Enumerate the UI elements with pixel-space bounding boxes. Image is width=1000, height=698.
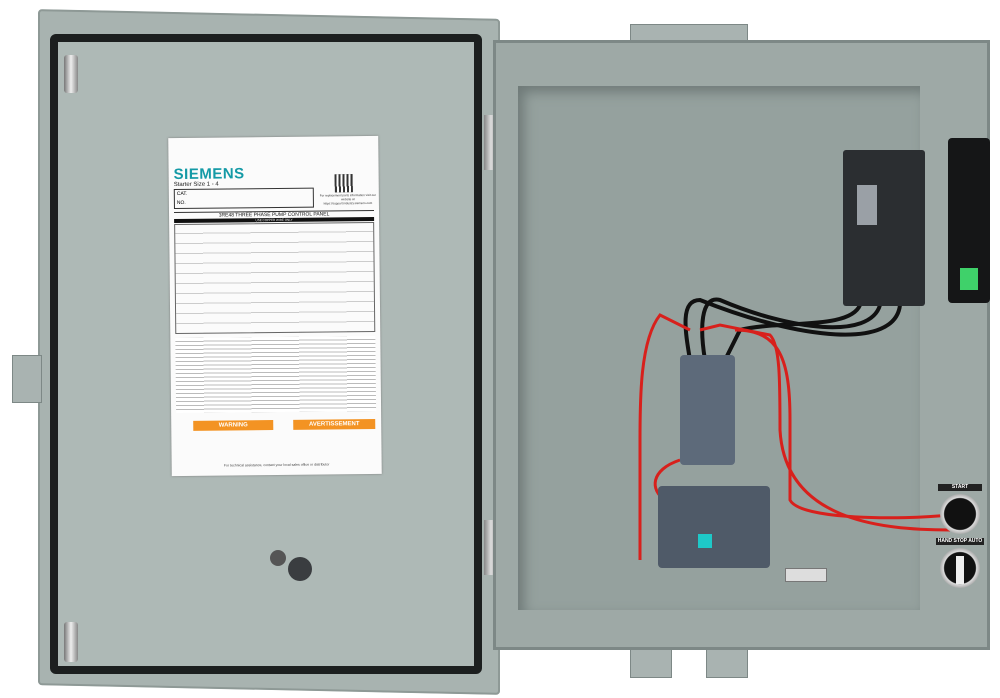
start-label: START — [938, 484, 982, 491]
wire-red-1 — [638, 313, 691, 560]
wire-red-4 — [699, 323, 951, 532]
wire-black-1 — [723, 303, 862, 361]
breaker-face — [857, 185, 877, 225]
overload-reset[interactable] — [698, 534, 712, 548]
wire-black-3 — [683, 297, 902, 361]
wire-red-3 — [734, 328, 951, 520]
door-knob[interactable] — [288, 557, 312, 581]
door-bolt — [270, 550, 286, 566]
selector-knob-icon — [956, 556, 964, 584]
ground-bar — [785, 568, 827, 582]
padlock-hasp — [12, 355, 42, 403]
wire-black-2 — [700, 297, 882, 361]
contactor — [680, 355, 735, 465]
door-latch-bottom[interactable] — [64, 622, 78, 662]
on-indicator — [960, 268, 978, 290]
overload-relay — [658, 486, 770, 568]
circuit-breaker — [843, 150, 925, 306]
start-button[interactable] — [940, 494, 980, 534]
selector-label: HAND STOP AUTO — [936, 538, 984, 545]
door-latch-top[interactable] — [64, 55, 78, 93]
